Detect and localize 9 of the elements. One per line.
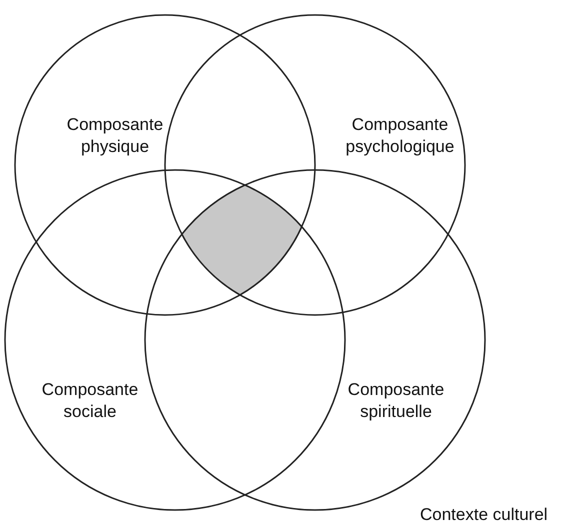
context-label: Contexte culturel — [420, 505, 548, 525]
circle-label: Composante physique — [66, 115, 164, 156]
circle-label: Composante spirituelle — [348, 380, 444, 421]
venn-circle — [4, 169, 346, 511]
circle-label: Composante psychologique — [346, 115, 454, 156]
venn-circle — [164, 14, 466, 316]
circle-label: Composante sociale — [42, 380, 138, 421]
venn-circle — [14, 14, 316, 316]
shaded-overlap — [181, 184, 302, 296]
